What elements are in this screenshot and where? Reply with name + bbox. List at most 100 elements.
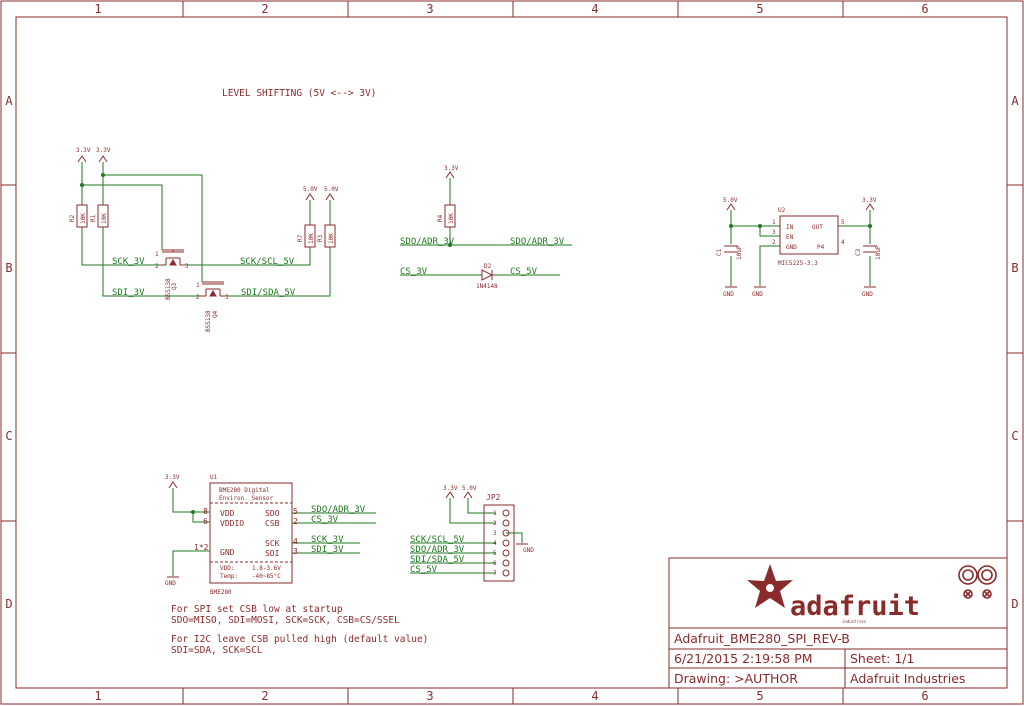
note-line-1: For SPI set CSB low at startup <box>171 604 343 615</box>
row-label-c: C <box>5 429 12 443</box>
regulator-part: MIC5225-3.3 <box>778 260 818 267</box>
col-label-6-bottom: 6 <box>921 689 928 703</box>
design-notes: For SPI set CSB low at startup SDO=MISO,… <box>171 604 428 656</box>
sensor-pinnum-8: 8 <box>203 507 208 516</box>
col-label-4-bottom: 4 <box>591 689 598 703</box>
header-body <box>483 504 515 582</box>
diode-part: 1N4148 <box>476 283 498 290</box>
net-sensor-sdi: SDI_3V <box>311 545 344 555</box>
oshw-icon <box>958 565 997 599</box>
sensor-temp-range: -40~85°C <box>252 573 281 580</box>
net-sdi-3v: SDI_3V <box>112 288 145 298</box>
sensor-ref: U1 <box>210 474 218 481</box>
resistor-r1-ref: R1 <box>90 214 97 222</box>
net-jp2-sdi-sda: SDI/SDA_5V <box>410 555 465 565</box>
reg-pinnum-5: 5 <box>841 219 845 226</box>
resistor-r1-value: 10K <box>101 213 108 224</box>
header-pin-4: 4 <box>493 540 497 547</box>
resistor-r3-value: 10K <box>328 233 335 244</box>
header-pin-6: 6 <box>493 560 497 567</box>
flower-icon <box>747 564 793 608</box>
resistor-r3-ref: R3 <box>317 234 324 242</box>
sensor-title-2: Environ. Sensor <box>219 495 274 502</box>
col-label-6: 6 <box>921 2 928 16</box>
col-label-2-bottom: 2 <box>261 689 268 703</box>
sensor-body <box>209 482 293 584</box>
header-pin-7: 7 <box>493 570 497 577</box>
sensor-pinnum-1-2: 1*2 <box>194 543 209 552</box>
q3-pin-s: 2 <box>155 263 159 270</box>
resistor-r2-value: 10K <box>80 213 87 224</box>
gnd-label-c1: GND <box>723 291 734 298</box>
mosfet-q4 <box>200 281 226 297</box>
q4-ref: Q4 <box>212 310 219 318</box>
gnd-label-jp2: GND <box>523 547 534 554</box>
reg-pinnum-3: 3 <box>772 229 776 236</box>
supply-label-jp2-50: 5.0V <box>462 485 477 492</box>
sensor-vdd-range: 1.8-3.6V <box>252 565 281 572</box>
reg-pin-en: EN <box>786 234 794 241</box>
title-block-drawing: Drawing: >AUTHOR <box>674 671 798 686</box>
gnd-label-c3: GND <box>862 291 873 298</box>
net-cs-3v: CS_3V <box>400 267 428 277</box>
q3-pin-g: 1 <box>155 251 159 258</box>
header-pin-3: 3 <box>493 530 497 537</box>
adafruit-logo: adafruit industries <box>747 564 997 624</box>
sensor-pinnum-5: 5 <box>293 507 298 516</box>
sensor-pin-csb: CSB <box>265 519 280 528</box>
note-line-3: For I2C leave CSB pulled high (default v… <box>171 634 428 645</box>
title-block <box>668 557 1008 689</box>
q4-pin-d: 3 <box>225 294 229 301</box>
supply-label-reg-out: 3.3V <box>862 197 877 204</box>
header-jp2: 3.3V 5.0V GND JP2 1 2 3 4 5 6 7 SCK/SCL_… <box>410 485 534 582</box>
header-pin-2: 2 <box>493 520 497 527</box>
reg-pinnum-1: 1 <box>772 219 776 226</box>
supply-label-sensor: 3.3V <box>165 474 180 481</box>
sensor-part: BME280 <box>210 589 232 596</box>
q3-pin-d: 3 <box>185 263 189 270</box>
sensor-pin-vdd: VDD <box>220 509 235 518</box>
regulator-body <box>779 215 839 255</box>
header-pin-1: 1 <box>493 510 497 517</box>
reg-pin-gnd: GND <box>786 244 797 251</box>
gnd-label-reg: GND <box>752 291 763 298</box>
net-cs-5v: CS_5V <box>510 267 538 277</box>
col-label-5-bottom: 5 <box>756 689 763 703</box>
sensor-pinnum-2: 2 <box>293 517 298 526</box>
sensor-pin-sck: SCK <box>265 539 280 548</box>
q3-part: BSS138 <box>165 278 172 300</box>
logo-text: adafruit <box>790 591 920 622</box>
cap-c1-ref: C1 <box>716 248 723 256</box>
sensor-vdd-label: VDD: <box>220 565 234 572</box>
reg-pinnum-4: 4 <box>841 239 845 246</box>
q4-part: BSS138 <box>205 310 212 332</box>
mosfet-q3 <box>160 249 186 266</box>
net-sensor-sck: SCK_3V <box>311 535 344 545</box>
row-label-d-right: D <box>1011 597 1018 611</box>
supply-label-r4: 3.3V <box>444 165 459 172</box>
net-sdo-adr-3v-right: SDO/ADR_3V <box>510 237 565 247</box>
row-label-c-right: C <box>1011 429 1018 443</box>
net-sensor-csb: CS_3V <box>311 515 339 525</box>
header-ref: JP2 <box>486 493 501 502</box>
cap-c3-value: 10uF <box>875 245 882 260</box>
diode-d2 <box>481 269 496 281</box>
resistor-r2-ref: R2 <box>69 214 76 222</box>
diode-ref: D2 <box>484 263 492 270</box>
cap-c1-value: 10uF <box>736 245 743 260</box>
q4-pin-s: 2 <box>196 294 200 301</box>
note-line-4: SDI=SDA, SCK=SCL <box>171 645 263 656</box>
net-sck-3v: SCK_3V <box>112 257 145 267</box>
row-label-a-right: A <box>1011 94 1019 108</box>
resistor-r4-value: 10K <box>448 213 455 224</box>
net-jp2-sck-scl: SCK/SCL_5V <box>410 535 465 545</box>
supply-label-r1: 3.3V <box>96 147 111 154</box>
reg-pin-out: OUT <box>812 224 823 231</box>
net-sck-scl-5v: SCK/SCL_5V <box>240 257 295 267</box>
cap-c3-ref: C3 <box>855 248 862 256</box>
col-label-1: 1 <box>94 2 101 16</box>
sensor-pinnum-4: 4 <box>293 537 298 546</box>
supply-label-r2: 3.3V <box>76 147 91 154</box>
q4-pin-g: 1 <box>196 282 200 289</box>
sensor-pin-sdi: SDI <box>265 549 280 558</box>
